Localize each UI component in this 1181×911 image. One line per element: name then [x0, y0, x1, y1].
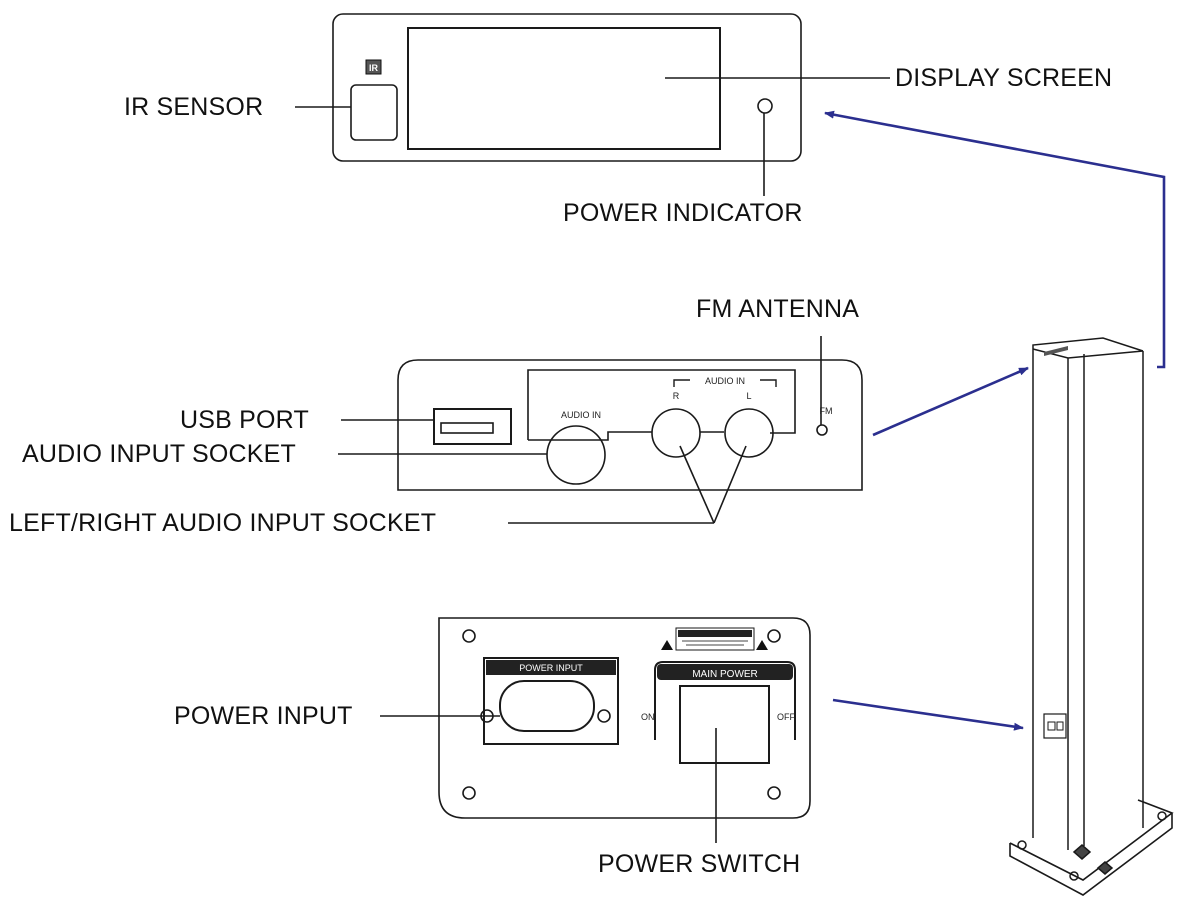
label-display-screen: DISPLAY SCREEN	[895, 64, 1113, 92]
warning-label	[675, 627, 755, 651]
power-input-plug	[499, 680, 595, 732]
usb-port	[433, 408, 512, 445]
svg-text:ON: ON	[641, 712, 655, 722]
speaker-tower	[1009, 337, 1174, 896]
audio-left-jack	[724, 408, 774, 458]
arrow-to-power-panel	[832, 698, 1024, 731]
audio-panel	[397, 359, 863, 491]
audio-right-jack	[651, 408, 701, 458]
svg-text:L: L	[746, 391, 751, 401]
svg-text:AUDIO IN: AUDIO IN	[705, 376, 745, 386]
display-panel-frame	[332, 13, 802, 162]
arrow-to-display-panel	[824, 110, 1166, 369]
connector-arrows	[824, 110, 1166, 731]
label-power-input: POWER INPUT	[174, 702, 353, 730]
middle-leader-lines	[338, 336, 822, 524]
label-power-indicator: POWER INDICATOR	[563, 199, 803, 227]
power-input-housing	[483, 657, 619, 745]
display-panel	[332, 13, 802, 162]
main-power-housing	[654, 661, 796, 740]
power-indicator-led	[757, 98, 773, 114]
ir-sensor-window	[350, 84, 398, 141]
svg-text:POWER INPUT: POWER INPUT	[519, 663, 583, 673]
label-ir-sensor: IR SENSOR	[124, 93, 264, 121]
warning-triangle-right-icon	[756, 640, 768, 650]
power-panel-frame	[438, 617, 811, 819]
svg-text:OFF: OFF	[777, 712, 795, 722]
label-audio-input-socket: AUDIO INPUT SOCKET	[22, 440, 297, 468]
arrow-to-audio-panel	[872, 366, 1029, 437]
svg-text:IR: IR	[369, 63, 379, 73]
power-panel-markings: POWER INPUT MAIN POWER ON OFF	[486, 630, 795, 722]
svg-text:MAIN POWER: MAIN POWER	[692, 669, 758, 680]
usb-port-slot	[440, 422, 494, 434]
audio-input-jack	[546, 425, 606, 485]
ir-badge: IR	[365, 59, 382, 75]
svg-text:AUDIO IN: AUDIO IN	[561, 410, 601, 420]
svg-text:R: R	[673, 391, 680, 401]
power-panel	[438, 617, 811, 819]
label-usb-port: USB PORT	[180, 406, 309, 434]
label-left-right-audio-input-socket: LEFT/RIGHT AUDIO INPUT SOCKET	[9, 509, 437, 537]
label-fm-antenna: FM ANTENNA	[696, 295, 860, 323]
svg-text:FM: FM	[820, 406, 833, 416]
label-power-switch: POWER SWITCH	[598, 850, 801, 878]
audio-panel-frame	[397, 359, 863, 491]
bottom-leader-lines	[380, 715, 717, 843]
audio-recess-outline	[527, 369, 796, 440]
power-switch-rocker	[679, 685, 770, 764]
warning-triangle-left-icon	[661, 640, 673, 650]
fm-antenna-jack	[816, 424, 828, 436]
audio-panel-markings: AUDIO IN AUDIO IN R L FM	[561, 375, 833, 420]
top-leader-lines	[295, 77, 890, 196]
display-screen-window	[407, 27, 721, 150]
